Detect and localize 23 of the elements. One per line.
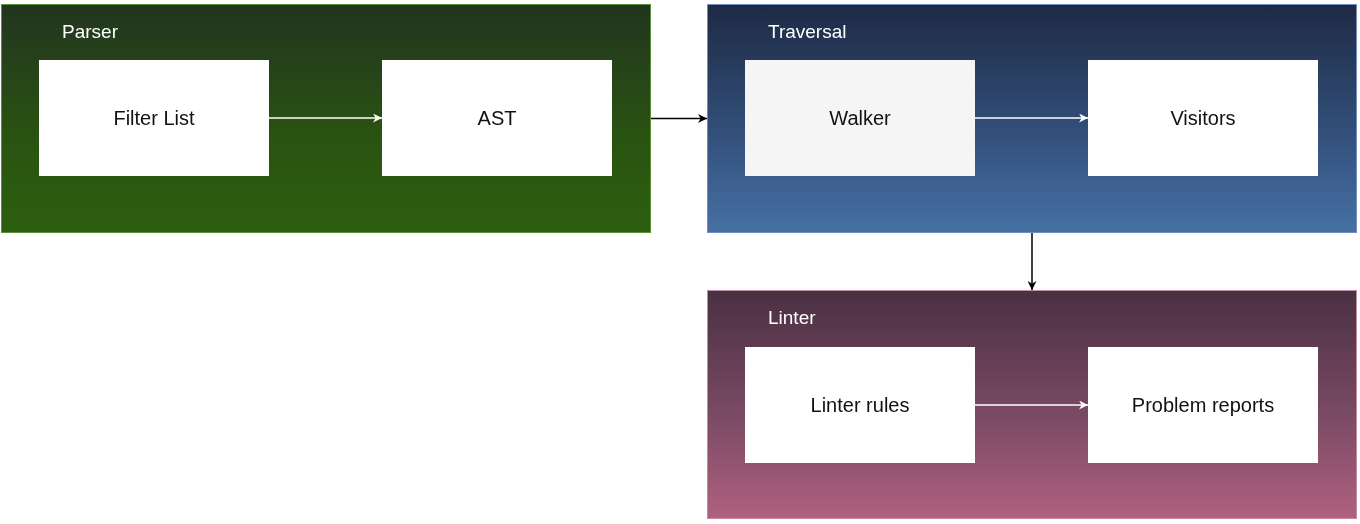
process-box bbox=[745, 60, 975, 176]
arrow bbox=[1027, 232, 1037, 291]
group-panel bbox=[707, 4, 1357, 233]
group-title: Traversal bbox=[768, 21, 847, 43]
box-label: Problem reports bbox=[1131, 393, 1275, 417]
arrow bbox=[974, 113, 1089, 123]
process-box bbox=[745, 347, 975, 463]
process-box bbox=[1088, 347, 1318, 463]
box-label: Visitors bbox=[1170, 106, 1236, 130]
group-panel bbox=[1, 4, 651, 233]
process-box bbox=[39, 60, 269, 176]
group-panel bbox=[707, 290, 1357, 519]
box-label: AST bbox=[477, 106, 517, 130]
arrow bbox=[650, 114, 708, 123]
box-label: Walker bbox=[829, 106, 891, 130]
group-title: Parser bbox=[62, 21, 118, 43]
group-title: Linter bbox=[768, 307, 816, 329]
process-box bbox=[1088, 60, 1318, 176]
arrow bbox=[974, 400, 1089, 410]
process-box bbox=[382, 60, 612, 176]
box-label: Linter rules bbox=[810, 393, 910, 417]
arrow bbox=[268, 113, 383, 123]
box-label: Filter List bbox=[113, 106, 195, 130]
